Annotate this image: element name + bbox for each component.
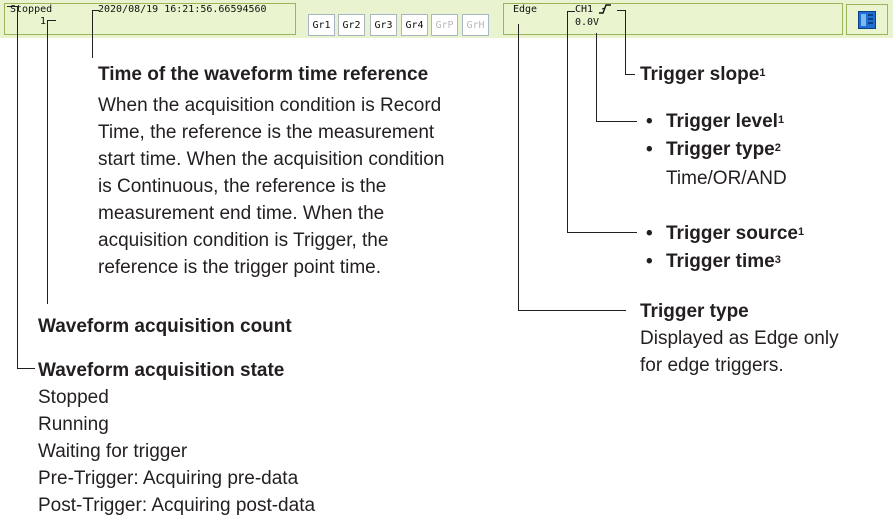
leader-line: [625, 10, 626, 75]
acquisition-state-item: Running: [38, 414, 109, 435]
leader-line: [92, 10, 93, 58]
status-segment: [4, 3, 296, 35]
group-tab-grp[interactable]: GrP: [431, 14, 458, 36]
acquisition-state: Stopped: [10, 4, 53, 15]
leader-line: [92, 10, 99, 11]
leader-line: [518, 24, 519, 311]
rising-edge-slope-icon: [599, 4, 611, 14]
reference-timestamp: 2020/08/19 16:21:56.66594560: [98, 4, 267, 15]
trigger-level-title: Trigger level1: [666, 111, 785, 132]
leader-line: [596, 33, 597, 122]
acquisition-state-item: Pre-Trigger: Acquiring pre-data: [38, 468, 299, 489]
leader-line: [518, 310, 626, 311]
time-reference-title: Time of the waveform time reference: [98, 64, 429, 85]
leader-line: [625, 74, 635, 75]
trigger-source-value: CH1: [575, 4, 594, 15]
leader-line: [47, 20, 56, 21]
menu-button[interactable]: [846, 4, 888, 35]
trigger-type-value: Edge: [513, 4, 538, 15]
leader-line: [7, 6, 18, 7]
leader-line: [567, 232, 637, 233]
time-reference-line: acquisition condition is Trigger, the: [98, 230, 389, 251]
time-reference-line: reference is the trigger point time.: [98, 257, 382, 278]
acquisition-state-title: Waveform acquisition state: [38, 360, 285, 381]
time-reference-line: When the acquisition condition is Record: [98, 95, 442, 116]
bullet: •: [646, 139, 653, 160]
trigger-type-edge-title: Trigger type: [640, 301, 749, 322]
group-tab-grh[interactable]: GrH: [462, 14, 489, 36]
time-reference-line: measurement end time. When the: [98, 203, 385, 224]
leader-line: [567, 11, 575, 12]
trigger-type-edge-line: for edge triggers.: [640, 355, 784, 376]
acquisition-count: 1: [40, 16, 47, 27]
bullet: •: [646, 223, 653, 244]
leader-line: [47, 20, 48, 304]
group-tab-gr3[interactable]: Gr3: [370, 14, 397, 36]
acquisition-state-item: Waiting for trigger: [38, 441, 188, 462]
acquisition-state-item: Post-Trigger: Acquiring post-data: [38, 495, 316, 516]
time-reference-line: is Continuous, the reference is the: [98, 176, 387, 197]
trigger-slope-title: Trigger slope1: [640, 64, 766, 85]
group-tab-gr1[interactable]: Gr1: [308, 14, 335, 36]
leader-line: [617, 10, 626, 11]
menu-icon: [858, 11, 876, 29]
group-tab-gr4[interactable]: Gr4: [401, 14, 428, 36]
status-bar: Stopped 1 2020/08/19 16:21:56.66594560 G…: [0, 0, 893, 38]
trigger-type-item-title: Trigger type2: [666, 139, 781, 160]
trigger-time-title: Trigger time3: [666, 251, 781, 272]
acquisition-state-item: Stopped: [38, 387, 109, 408]
time-reference-line: Time, the reference is the measurement: [98, 122, 435, 143]
group-tab-gr2[interactable]: Gr2: [338, 14, 365, 36]
leader-line: [17, 6, 18, 369]
bullet: •: [646, 111, 653, 132]
trigger-source-title: Trigger source1: [666, 223, 805, 244]
time-reference-line: start time. When the acquisition conditi…: [98, 149, 445, 170]
acquisition-count-title: Waveform acquisition count: [38, 316, 292, 337]
trigger-segment: [503, 3, 843, 35]
trigger-level-value: 0.0V: [575, 17, 600, 28]
leader-line: [596, 121, 637, 122]
leader-line: [567, 11, 568, 233]
trigger-type-edge-line: Displayed as Edge only: [640, 328, 839, 349]
leader-line: [17, 368, 35, 369]
trigger-type-options: Time/OR/AND: [666, 168, 787, 189]
bullet: •: [646, 251, 653, 272]
